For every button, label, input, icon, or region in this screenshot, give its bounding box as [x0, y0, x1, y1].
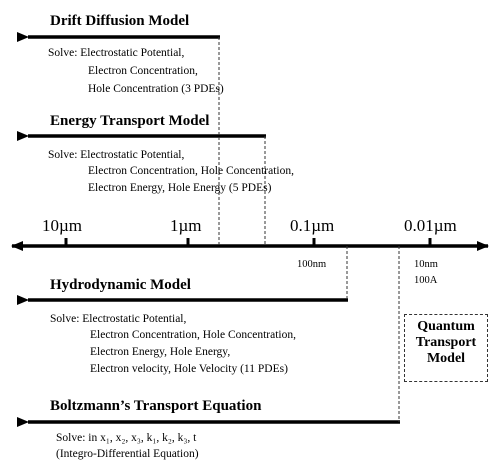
- drift-diffusion-solve-1: Solve: Electrostatic Potential,: [48, 47, 185, 59]
- quantum-transport-line-3: Model: [426, 351, 466, 366]
- scale-label-0.1um: 0.1µm: [290, 216, 335, 235]
- energy-transport-title: Energy Transport Model: [50, 113, 210, 129]
- boltzmann-solve-2: (Integro-Differential Equation): [56, 448, 199, 460]
- hydrodynamic-solve-4: Electron velocity, Hole Velocity (11 PDE…: [90, 363, 288, 375]
- drift-diffusion-solve-2: Electron Concentration,: [88, 65, 198, 77]
- hydrodynamic-solve-3: Electron Energy, Hole Energy,: [90, 346, 231, 358]
- energy-transport-solve-1: Solve: Electrostatic Potential,: [48, 149, 185, 161]
- energy-transport-solve-3: Electron Energy, Hole Energy (5 PDEs): [88, 182, 272, 194]
- scale-label-10um: 10µm: [42, 216, 83, 235]
- hydrodynamic-solve-1: Solve: Electrostatic Potential,: [50, 313, 187, 325]
- boltzmann-title: Boltzmann’s Transport Equation: [50, 398, 262, 414]
- quantum-transport-line-2: Transport: [415, 335, 477, 350]
- quantum-transport-line-1: Quantum: [417, 319, 475, 334]
- boltzmann-solve-1: Solve: in x₁, x₂, x₃, k₁, k₂, k₃, t: [56, 432, 197, 444]
- scale-sublabel-100a: 100A: [414, 275, 438, 286]
- scale-sublabel-100nm: 100nm: [297, 259, 327, 270]
- drift-diffusion-title: Drift Diffusion Model: [50, 13, 190, 29]
- scale-label-0.01um: 0.01µm: [404, 216, 457, 235]
- drift-diffusion-solve-3: Hole Concentration (3 PDEs): [88, 83, 224, 95]
- scale-sublabel-10nm: 10nm: [414, 259, 438, 270]
- quantum-transport-box: Quantum Transport Model: [404, 314, 488, 382]
- hydrodynamic-title: Hydrodynamic Model: [50, 277, 191, 293]
- scale-label-1um: 1µm: [170, 216, 202, 235]
- hydrodynamic-solve-2: Electron Concentration, Hole Concentrati…: [90, 329, 296, 341]
- energy-transport-solve-2: Electron Concentration, Hole Concentrati…: [88, 165, 294, 177]
